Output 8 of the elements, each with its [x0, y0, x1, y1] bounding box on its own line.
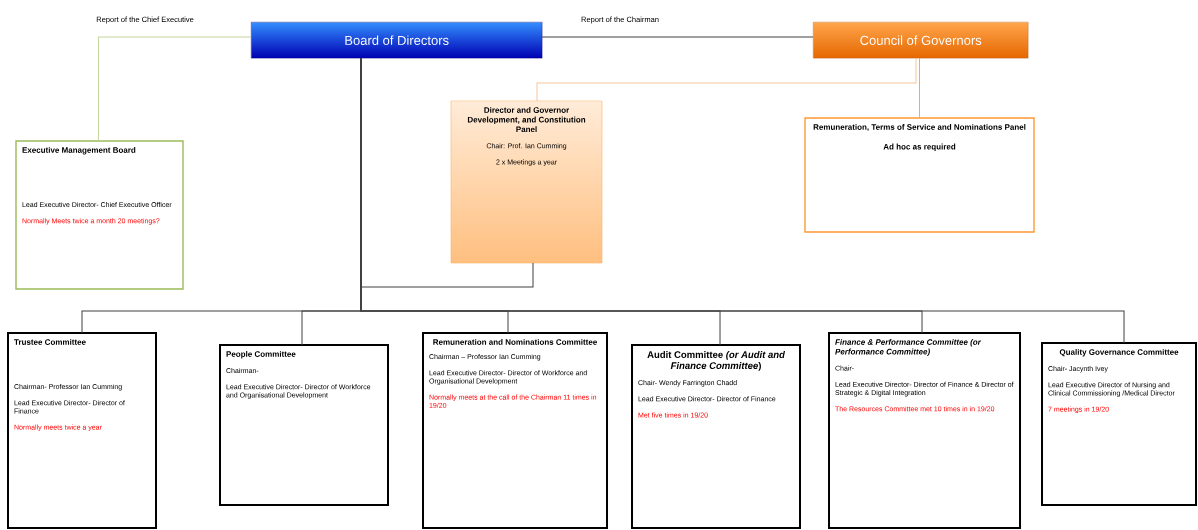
council-box: Council of Governors [813, 22, 1029, 59]
connector-line [536, 57, 917, 102]
connector-line [541, 36, 814, 38]
connector-line [919, 57, 920, 119]
panel-box: Remuneration, Terms of Service and Nominations Panel Ad hoc as required [804, 117, 1035, 233]
connector-line [360, 57, 1125, 344]
board-box: Board of Directors [251, 22, 543, 59]
connector-line [98, 36, 252, 142]
